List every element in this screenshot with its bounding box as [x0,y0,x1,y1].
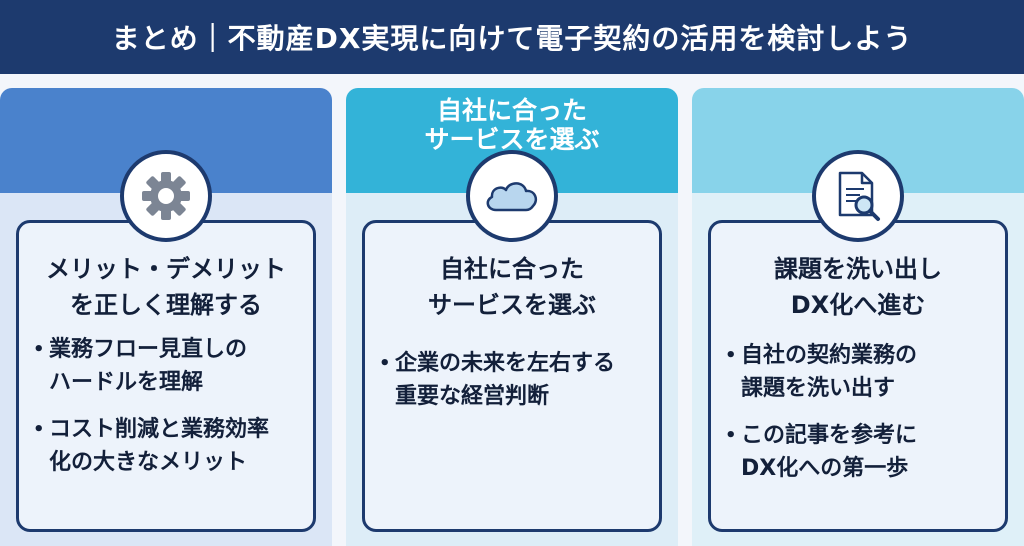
gear-icon [120,150,212,242]
bullet-list: • 業務フロー見直しのハードルを理解 • コスト削減と業務効率化の大きなメリット [33,333,307,493]
header-bar: まとめ｜不動産DX実現に向けて電子契約の活用を検討しよう [0,0,1024,74]
card-title: メリット・デメリット を正しく理解する [46,255,286,319]
band-title: 自社に合った サービスを選ぶ [424,96,600,154]
card-title: 課題を洗い出し DX化へ進む [774,255,942,319]
column-select-service: 自社に合った サービスを選ぶ 自社に合った サービスを選ぶ • 企業の未来を左右… [346,88,678,546]
card-identify-issues: 課題を洗い出し DX化へ進む • 自社の契約業務の課題を洗い出す • この記事を… [708,220,1008,532]
bullet-list: • 企業の未来を左右する重要な経営判断 [379,347,653,427]
list-item: • 企業の未来を左右する重要な経営判断 [379,351,616,409]
list-item: • コスト削減と業務効率化の大きなメリット [33,417,270,475]
column-understand: メリット・デメリット を正しく理解する • 業務フロー見直しのハードルを理解 •… [0,88,332,546]
card-understand: メリット・デメリット を正しく理解する • 業務フロー見直しのハードルを理解 •… [16,220,316,532]
list-item: • 自社の契約業務の課題を洗い出す [725,343,918,401]
column-identify-issues: 課題を洗い出し DX化へ進む • 自社の契約業務の課題を洗い出す • この記事を… [692,88,1024,546]
page-title: まとめ｜不動産DX実現に向けて電子契約の活用を検討しよう [111,22,913,55]
document-search-icon [812,150,904,242]
list-item: • 業務フロー見直しのハードルを理解 [33,337,248,395]
card-select-service: 自社に合った サービスを選ぶ • 企業の未来を左右する重要な経営判断 [362,220,662,532]
card-title: 自社に合った サービスを選ぶ [428,255,596,319]
cloud-icon [466,150,558,242]
